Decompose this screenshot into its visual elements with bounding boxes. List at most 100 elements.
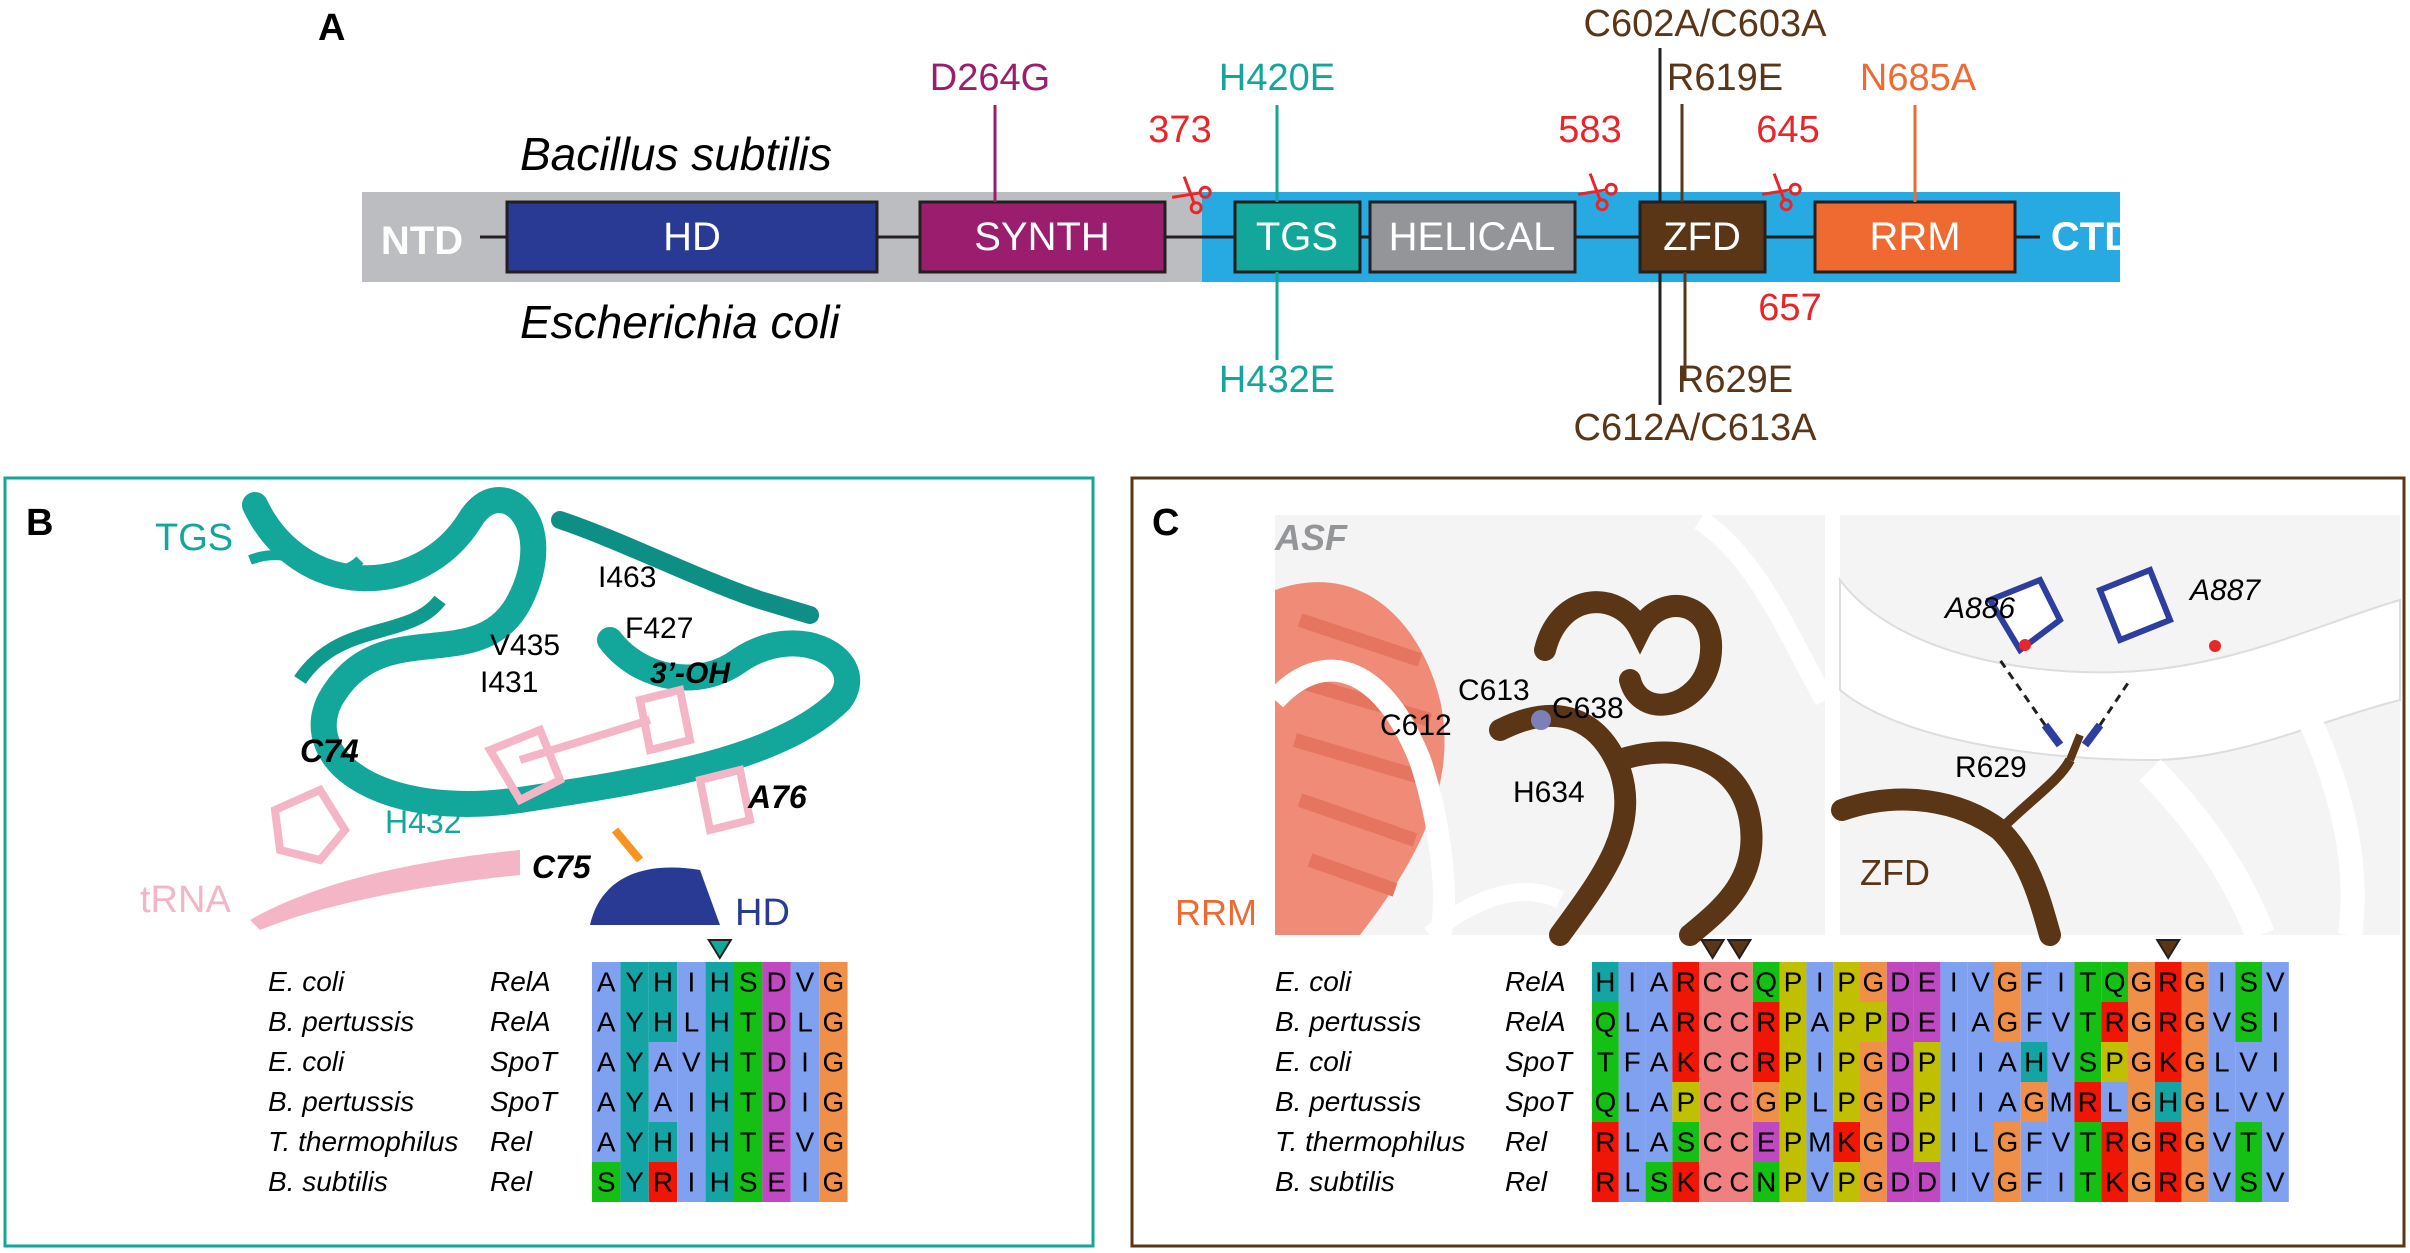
residue-c74: C74: [300, 733, 359, 769]
panel-b: B TGS tRNA HD I463 F427 V435 I431 3’-OH …: [3, 476, 1095, 1248]
alignment-residue: C: [1729, 1087, 1749, 1118]
alignment-residue: G: [1863, 1047, 1885, 1078]
alignment-cell: [2101, 1122, 2128, 1162]
alignment-cell: [762, 1042, 791, 1082]
alignment-cell: [2262, 1042, 2289, 1082]
alignment-cell: [762, 1082, 791, 1122]
alignment-residue: Y: [625, 1087, 644, 1118]
alignment-residue: S: [1650, 1167, 1669, 1198]
alignment-cell: [1940, 1122, 1968, 1162]
alignment-cell: [1672, 1002, 1700, 1042]
alignment-cell: [1645, 1042, 1673, 1082]
alignment-residue: L: [1624, 1127, 1640, 1158]
alignment-protein-label: SpoT: [1505, 1086, 1574, 1117]
alignment-cell: [1833, 1042, 1860, 1082]
alignment-residue: L: [1624, 1167, 1640, 1198]
alignment-residue: R: [1595, 1127, 1615, 1158]
alignment-cell: [1699, 1162, 1726, 1202]
alignment-residue: C: [1729, 1047, 1749, 1078]
alignment-residue: A: [597, 1087, 616, 1118]
alignment-residue: I: [1628, 967, 1636, 998]
alignment-cell: [677, 1002, 706, 1042]
alignment-cell: [2154, 1162, 2182, 1202]
alignment-residue: R: [2078, 1087, 2098, 1118]
alignment-residue: H: [710, 1167, 730, 1198]
ntd-label: NTD: [381, 219, 463, 263]
panel-b-frame: [3, 476, 1095, 1248]
alignment-cell: [2047, 1002, 2075, 1042]
alignment-cell: [2154, 962, 2182, 1002]
alignment-residue: P: [1784, 1007, 1803, 1038]
alignment-species-label: B. subtilis: [268, 1166, 388, 1197]
alignment-residue: D: [766, 1087, 786, 1118]
alignment-residue: K: [2105, 1167, 2124, 1198]
alignment-protein-label: RelA: [1505, 966, 1566, 997]
alignment-cell: [819, 1042, 848, 1082]
residue-h634: H634: [1513, 776, 1585, 809]
alignment-cell: [1806, 1162, 1834, 1202]
alignment-cell: [2154, 1082, 2182, 1122]
alignment-residue: T: [1597, 1047, 1614, 1078]
alignment-cell: [620, 1122, 649, 1162]
alignment-cell: [1913, 1002, 1941, 1042]
alignment-residue: L: [1973, 1127, 1989, 1158]
alignment-cell: [592, 1122, 621, 1162]
alignment-cell: [2101, 1082, 2128, 1122]
alignment-residue: V: [2239, 1087, 2258, 1118]
alignment-cell: [1672, 1042, 1700, 1082]
alignment-residue: I: [801, 1167, 809, 1198]
alignment-cell: [1967, 962, 1994, 1002]
alignment-residue: Q: [2104, 967, 2126, 998]
alignment-residue: P: [1784, 1127, 1803, 1158]
alignment-cell: [1860, 962, 1887, 1002]
alignment-cell: [1967, 1082, 1994, 1122]
alignment-residue: R: [1676, 967, 1696, 998]
alignment-cell: [1752, 1002, 1780, 1042]
alignment-residue: G: [823, 1127, 845, 1158]
mutation-h432e: H432E: [1219, 359, 1335, 401]
alignment-residue: P: [1918, 1087, 1937, 1118]
alignment-cell: [790, 962, 820, 1002]
alignment-residue: V: [682, 1047, 701, 1078]
alignment-cell: [2235, 1122, 2262, 1162]
cleavage-site-373: 373: [1148, 109, 1211, 151]
alignment-cell: [1672, 962, 1700, 1002]
alignment-residue: D: [1917, 1167, 1937, 1198]
alignment-cell: [734, 962, 763, 1002]
alignment-cell: [2047, 1042, 2075, 1082]
alignment-residue: R: [1676, 1007, 1696, 1038]
alignment-residue: G: [2184, 1167, 2206, 1198]
alignment-residue: F: [2026, 1167, 2043, 1198]
alignment-species-label: T. thermophilus: [1275, 1126, 1465, 1157]
alignment-residue: D: [1890, 1167, 1910, 1198]
alignment-cell: [705, 1002, 734, 1042]
alignment-residue: D: [1890, 1047, 1910, 1078]
alignment-residue: P: [1784, 1047, 1803, 1078]
alignment-residue: L: [2214, 1087, 2230, 1118]
alignment-residue: P: [2105, 1047, 2124, 1078]
alignment-cell: [2074, 1082, 2102, 1122]
alignment-residue: C: [1729, 1007, 1749, 1038]
alignment-residue: A: [1971, 1007, 1990, 1038]
alignment-cell: [762, 1162, 791, 1202]
hd-structure-label: HD: [735, 892, 790, 934]
alignment-cell: [1806, 1122, 1834, 1162]
alignment-cell: [705, 962, 734, 1002]
cleavage-site-657: 657: [1758, 287, 1821, 329]
alignment-cell: [705, 1162, 734, 1202]
alignment-residue: G: [2184, 967, 2206, 998]
alignment-residue: N: [1756, 1167, 1776, 1198]
alignment-cell: [620, 962, 649, 1002]
alignment-residue: A: [1650, 1047, 1669, 1078]
zfd-rrm-structure-illustration: [1266, 511, 1834, 946]
alignment-residue: C: [1702, 1087, 1722, 1118]
alignment-cell: [1967, 1002, 1994, 1042]
alignment-residue: A: [1998, 1087, 2017, 1118]
alignment-cell: [1645, 1002, 1673, 1042]
tgs-structure-label: TGS: [155, 517, 233, 559]
alignment-residue: K: [1676, 1167, 1695, 1198]
residue-c75: C75: [532, 849, 592, 885]
alignment-residue: E: [1757, 1127, 1776, 1158]
